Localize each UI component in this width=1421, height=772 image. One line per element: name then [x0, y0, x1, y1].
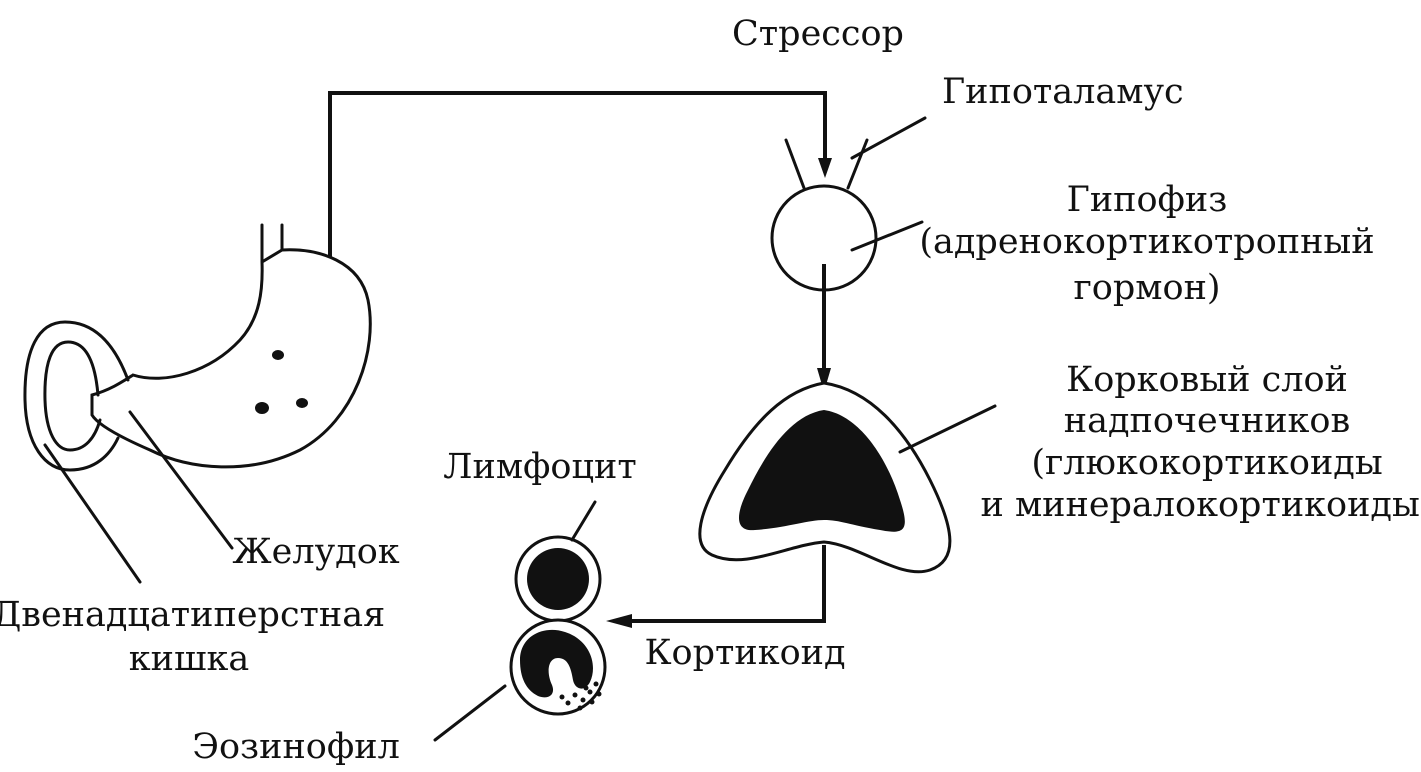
label-pituitary-3: гормон) — [1073, 268, 1220, 308]
arrowhead-to-hypothalamus — [818, 158, 832, 178]
stress-pathway-arrow — [330, 93, 825, 300]
label-pituitary-1: Гипофиз — [1067, 180, 1228, 220]
label-adrenal-3: (глюкокортикоиды — [1031, 443, 1382, 483]
label-adrenal-4: и минералокортикоиды) — [980, 485, 1421, 525]
stomach-outline — [92, 250, 370, 467]
arrowhead-to-cells — [606, 614, 632, 628]
label-adrenal-1: Корковый слой — [1066, 360, 1348, 400]
leader-hypothalamus — [852, 118, 925, 158]
label-duodenum-1: Двенадцатиперстная — [0, 595, 385, 635]
hypothalamus-stalk-right — [848, 140, 867, 188]
label-hypothalamus: Гипоталамус — [942, 72, 1184, 112]
label-pituitary-2: (адренокортикотропный — [919, 222, 1374, 262]
lymphocyte-nucleus — [527, 548, 589, 610]
leader-eosinophil — [435, 686, 505, 740]
leader-lymphocyte — [572, 502, 595, 540]
label-stomach: Желудок — [232, 532, 399, 572]
label-lymphocyte: Лимфоцит — [443, 447, 636, 487]
label-eosinophil: Эозинофил — [192, 727, 400, 767]
label-adrenal-2: надпочечников — [1064, 401, 1350, 441]
hypothalamus-stalk-left — [786, 140, 804, 188]
leader-adrenal — [900, 406, 995, 452]
label-duodenum-2: кишка — [129, 639, 249, 679]
label-corticoid: Кортикоид — [644, 633, 845, 673]
label-stressor: Стрессор — [732, 14, 904, 54]
